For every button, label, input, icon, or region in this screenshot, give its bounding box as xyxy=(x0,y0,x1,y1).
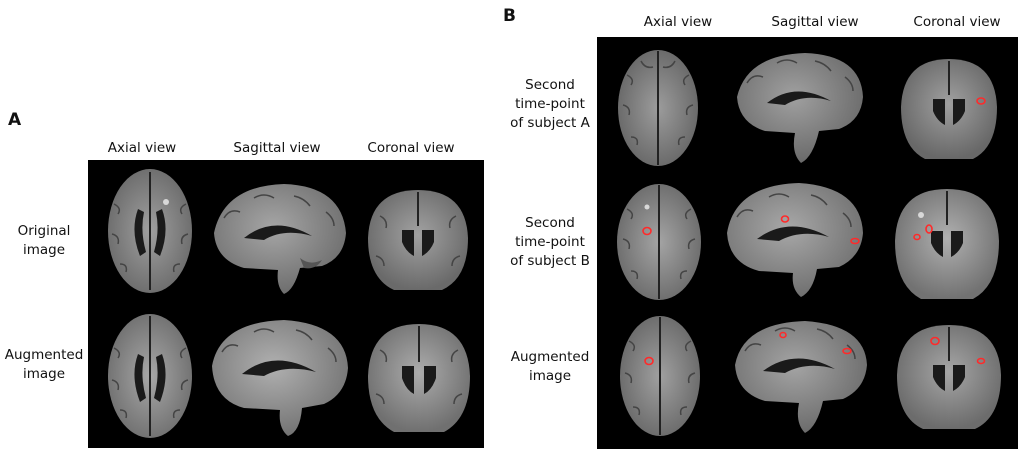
lesion-outline-icon xyxy=(642,226,652,236)
row-label-line: of subject A xyxy=(510,115,590,131)
coronal-brain-icon xyxy=(358,186,478,298)
panel-a-letter: A xyxy=(8,110,22,130)
lesion-outline-icon xyxy=(779,331,787,339)
sagittal-brain-icon xyxy=(727,317,873,437)
lesion-outline-icon xyxy=(842,347,852,355)
sagittal-brain-icon xyxy=(204,316,354,440)
coronal-brain-icon xyxy=(889,321,1009,437)
panel-b-col-coronal: Coronal view xyxy=(913,14,1001,30)
panel-a-col-axial: Axial view xyxy=(107,140,177,156)
axial-brain-icon xyxy=(613,311,707,441)
sagittal-brain-icon xyxy=(729,47,869,167)
lesion-outline-icon xyxy=(850,237,860,245)
panel-a-row-augmented: Augmented image xyxy=(0,346,88,384)
row-label-line: Original xyxy=(17,223,71,239)
row-label-line: image xyxy=(528,368,572,384)
row-label-line: Second xyxy=(525,77,575,93)
lesion-outline-icon xyxy=(644,356,654,366)
coronal-brain-icon xyxy=(893,55,1005,167)
panel-b-col-sagittal: Sagittal view xyxy=(771,14,859,30)
sagittal-brain-icon xyxy=(719,177,869,299)
panel-a-col-sagittal: Sagittal view xyxy=(233,140,321,156)
panel-a-row-original: Original image xyxy=(0,222,88,260)
row-label-line: Augmented xyxy=(510,349,590,365)
lesion-outline-icon xyxy=(976,97,986,105)
axial-brain-icon xyxy=(611,179,707,305)
coronal-brain-icon xyxy=(360,320,478,440)
row-label-line: time-point xyxy=(515,96,585,112)
panel-b-row-subject-b: Second time-point of subject B xyxy=(502,214,598,271)
panel-b-image-grid xyxy=(597,37,1018,449)
lesion-outline-icon xyxy=(913,233,921,241)
lesion-outline-icon xyxy=(930,336,940,346)
row-label-line: Augmented xyxy=(4,347,84,363)
panel-a-col-coronal: Coronal view xyxy=(367,140,455,156)
row-label-line: Second xyxy=(525,215,575,231)
axial-brain-icon xyxy=(100,308,200,444)
axial-brain-icon xyxy=(611,45,705,171)
row-label-line: of subject B xyxy=(510,253,590,269)
row-label-line: image xyxy=(22,242,66,258)
axial-brain-icon xyxy=(100,164,200,298)
sagittal-brain-icon xyxy=(204,178,352,298)
panel-b-col-axial: Axial view xyxy=(643,14,713,30)
row-label-line: image xyxy=(22,366,66,382)
coronal-brain-icon xyxy=(887,185,1007,307)
lesion-outline-icon xyxy=(780,215,790,223)
lesion-outline-icon xyxy=(925,224,933,234)
panel-b-row-subject-a: Second time-point of subject A xyxy=(502,76,598,133)
row-label-line: time-point xyxy=(515,234,585,250)
lesion-outline-icon xyxy=(976,357,986,365)
panel-b-letter: B xyxy=(503,6,516,26)
panel-b-row-augmented: Augmented image xyxy=(502,348,598,386)
panel-a-image-grid xyxy=(88,160,484,448)
